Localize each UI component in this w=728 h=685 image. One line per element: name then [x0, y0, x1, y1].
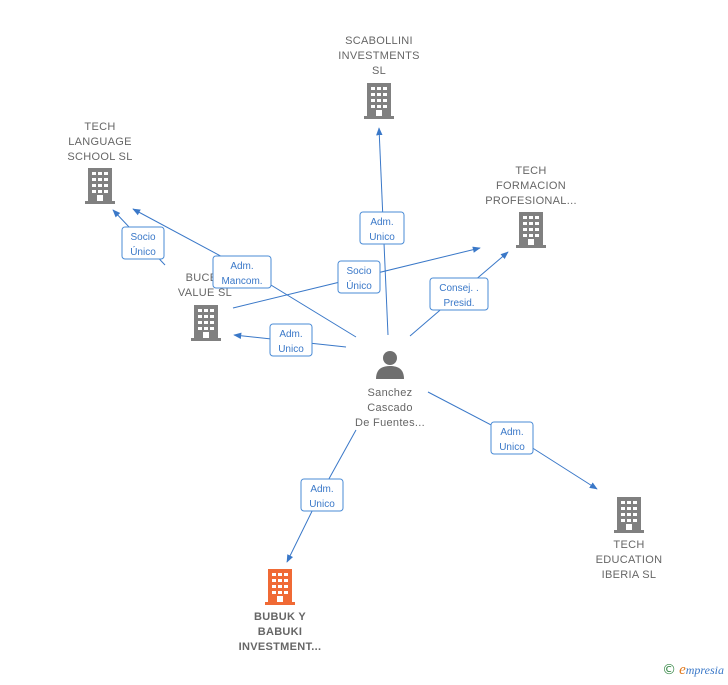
copyright-symbol: ©	[662, 662, 677, 678]
edge-label-text: Adm.	[500, 427, 523, 438]
edge-label-text: Consej. .	[439, 283, 478, 294]
edge-label-text: Socio	[130, 232, 155, 243]
edge-label-text: Único	[130, 245, 156, 258]
edge-label-e_bucef[interactable]: Adm. Unico	[269, 323, 313, 357]
edge-label-box	[269, 323, 313, 357]
node-label-line: BABUKI	[258, 626, 303, 638]
node-label-line: EDUCATION	[596, 554, 663, 566]
node-label-line: LANGUAGE	[68, 136, 132, 148]
edge-labels-layer: Adm.UnicoSocioÚnicoAdm.Mancom.SocioÚnico…	[121, 211, 534, 512]
edge-label-e_tech_education[interactable]: Adm. Unico	[490, 421, 534, 455]
node-label-line: TECH	[84, 121, 115, 133]
edge-label-text: Unico	[278, 344, 304, 355]
node-label-line: SCHOOL SL	[67, 151, 132, 163]
edge-label-text: Unico	[369, 232, 395, 243]
node-label-line: TECH	[613, 539, 644, 551]
edge-label-text: Socio	[346, 266, 371, 277]
edge-label-box	[337, 260, 381, 294]
node-tech_education[interactable]: TECH EDUCATION IBERIA SL	[596, 497, 663, 581]
node-label-line: De Fuentes...	[355, 417, 425, 429]
node-label-line: INVESTMENT...	[239, 641, 322, 653]
edge-label-e_scabollini[interactable]: Adm. Unico	[359, 211, 405, 245]
brand-footer: ©empresia	[662, 662, 724, 679]
building-icon	[516, 212, 546, 248]
edge-label-e_bubuk[interactable]: Adm. Unico	[300, 478, 344, 512]
edge-label-text: Unico	[499, 442, 525, 453]
node-label-line: SL	[372, 65, 386, 77]
node-label-line: TECH	[515, 165, 546, 177]
node-label-line: VALUE SL	[178, 287, 232, 299]
edge-label-box	[212, 255, 272, 289]
edge-label-text: Adm.	[310, 484, 333, 495]
node-label-line: Sanchez	[368, 387, 413, 399]
edge-label-box	[490, 421, 534, 455]
node-tech_formacion[interactable]: TECH FORMACION PROFESIONAL...	[485, 165, 577, 248]
edge-label-text: Adm.	[370, 217, 393, 228]
edge-label-text: Adm.	[279, 329, 302, 340]
edge-label-e_tech_language_adm[interactable]: Adm. Mancom.	[212, 255, 272, 289]
brand-logo-e: e	[679, 662, 686, 678]
edge-label-text: Único	[346, 279, 372, 292]
building-icon	[364, 83, 394, 119]
node-label-line: PROFESIONAL...	[485, 195, 577, 207]
edges-layer	[112, 127, 598, 563]
node-label-line: INVESTMENTS	[338, 50, 420, 62]
edge-label-text: Unico	[309, 499, 335, 510]
node-label-line: Cascado	[367, 402, 413, 414]
building-icon	[191, 305, 221, 341]
edge-label-e_tech_formacion_consej[interactable]: Consej. . Presid.	[429, 277, 489, 311]
node-label-line: BUBUK Y	[254, 611, 306, 623]
edge-label-text: Mancom.	[221, 276, 262, 287]
person-icon	[376, 351, 404, 379]
brand-logo-text: mpresia	[685, 663, 724, 677]
building-icon	[614, 497, 644, 533]
building-icon	[265, 569, 295, 605]
edge-label-box	[121, 226, 165, 260]
edge-label-box	[359, 211, 405, 245]
edge-label-box	[300, 478, 344, 512]
edge-label-text: Presid.	[443, 298, 474, 309]
node-scabollini[interactable]: SCABOLLINI INVESTMENTS SL	[338, 35, 420, 119]
building-icon	[85, 168, 115, 204]
edge-label-box	[429, 277, 489, 311]
node-label-line: SCABOLLINI	[345, 35, 413, 47]
node-label-line: FORMACION	[496, 180, 566, 192]
node-label-line: IBERIA SL	[602, 569, 657, 581]
node-bubuk[interactable]: BUBUK Y BABUKI INVESTMENT...	[239, 569, 322, 653]
node-tech_language[interactable]: TECH LANGUAGE SCHOOL SL	[67, 121, 132, 204]
edge-label-text: Adm.	[230, 261, 253, 272]
